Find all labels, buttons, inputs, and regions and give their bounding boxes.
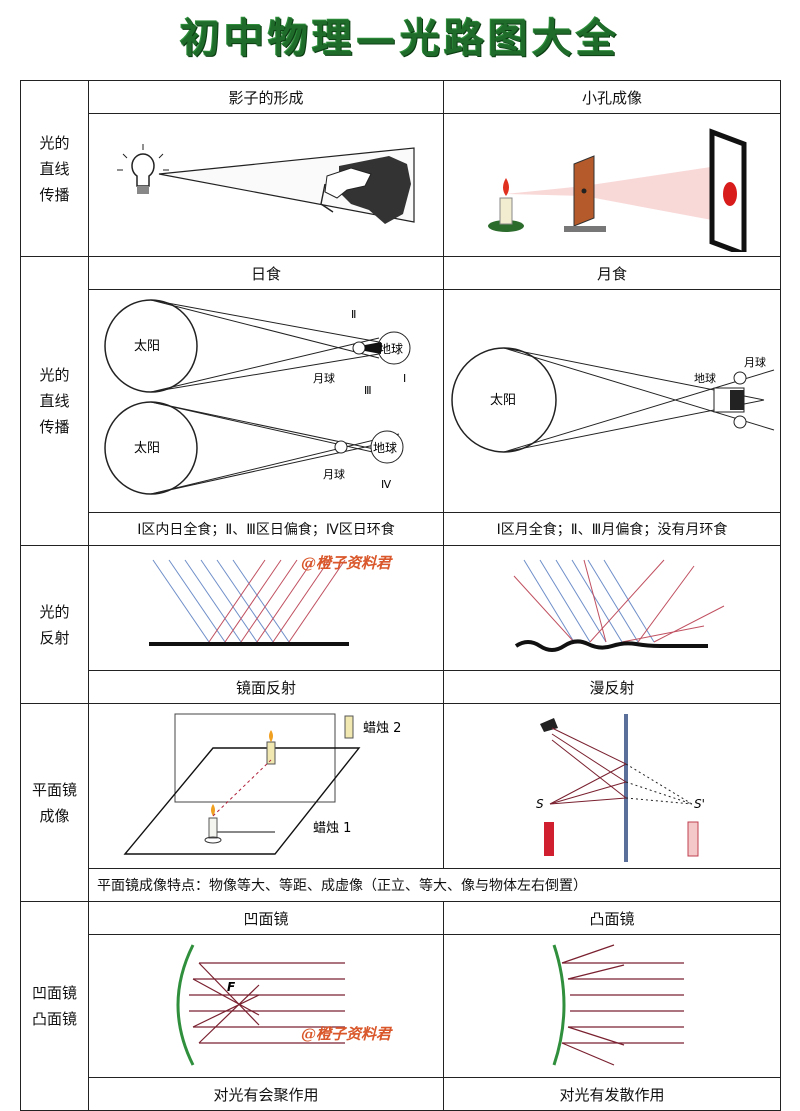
watermark-text: @橙子资料君 [301,554,393,572]
row2-side-label: 光的 直线 传播 [20,256,89,546]
shadow-header: 影子的形成 [88,80,444,114]
convex-caption: 对光有发散作用 [443,1077,781,1111]
earth-label: 地球 [379,342,403,356]
plane-mirror-caption: 平面镜成像特点：物像等大、等距、成虚像（正立、等大、像与物体左右倒置） [88,868,781,902]
glass-plate [174,713,336,803]
row4-side-label: 平面镜 成像 [20,703,89,902]
concave-caption: 对光有会聚作用 [88,1077,444,1111]
specular-reflection-diagram: @橙子资料君 [149,554,393,646]
concave-mirror [176,944,195,1066]
bulb-icon [117,144,169,194]
row3-side-label: 光的 反射 [20,545,89,704]
plane-mirror-cell: 蜡烛 2 蜡烛 1 [88,703,444,869]
plane-mirror-diagram: 蜡烛 2 蜡烛 1 [123,713,401,855]
side-text: 直线 [39,392,70,410]
side-text: 光的 [39,133,70,152]
side-text: 直线 [39,159,70,178]
pinhole-header: 小孔成像 [443,80,781,114]
zone-label: Ⅳ [381,478,392,491]
lunar-eclipse-cell: 太阳 地球 月球 [443,289,781,513]
focus-label: F [227,980,236,994]
zone-label: Ⅱ [351,308,356,321]
candle1-label: 蜡烛 1 [313,821,351,836]
side-text: 凸面镜 [31,1010,77,1028]
moon-label: 月球 [323,467,345,481]
diffuse-cell [443,545,781,671]
concave-mirror-diagram: F @橙子资料君 [176,944,393,1066]
hand-shadow-icon [320,156,411,224]
side-text: 光的 [39,366,70,384]
mirror [624,714,628,862]
lunar-eclipse-header: 月食 [443,256,781,290]
candle-icon [488,178,524,232]
specular-cell: @橙子资料君 [88,545,444,671]
concave-header: 凹面镜 [88,901,444,935]
zone-label: Ⅲ [364,384,372,397]
optics-table: 光的 直线 传播 影子的形成 小孔成像 [20,80,781,1111]
candle-icon [544,822,554,856]
side-text: 传播 [39,418,70,436]
solar-eclipse-cell: 太阳 地球 月球 Ⅱ Ⅲ Ⅰ 太阳 地球 月球 Ⅳ [88,289,444,513]
solar-eclipse-caption: Ⅰ区内日全食；Ⅱ、Ⅲ区日偏食；Ⅳ区日环食 [88,512,444,546]
sun-label: 太阳 [134,441,160,456]
plane-mirror-ray-diagram: S S' [536,714,705,862]
pinhole-board-icon [564,155,606,232]
candle-image-icon [687,821,699,857]
pinhole-diagram-cell [443,113,781,258]
page-title: 初中物理—光路图大全 [180,15,620,62]
plane-mirror-ray-cell: S S' [443,703,781,869]
row1-side-label: 光的 直线 传播 [20,80,89,257]
sun-label: 太阳 [134,339,160,354]
candle2-label: 蜡烛 2 [363,721,401,736]
convex-mirror-diagram [552,944,684,1066]
diffuse-reflection-diagram [513,559,725,652]
lunar-eclipse-caption: Ⅰ区月全食；Ⅱ、Ⅲ月偏食；没有月环食 [443,512,781,546]
concave-cell: F @橙子资料君 [88,934,444,1078]
shadow-diagram-cell [88,113,444,257]
row5-side-label: 凹面镜 凸面镜 [20,901,89,1111]
specular-caption: 镜面反射 [88,670,444,704]
earth-label: 地球 [694,371,716,385]
rough-surface [514,639,708,652]
flat-mirror [149,642,349,646]
convex-cell [443,934,781,1078]
convex-mirror [552,944,566,1066]
side-text: 成像 [39,806,70,825]
diffuse-caption: 漫反射 [443,670,781,704]
moon-label: 月球 [313,371,335,385]
image-label: S' [694,797,705,811]
earth-label: 地球 [373,441,397,455]
candle-icon [204,804,222,844]
object-label: S [536,797,544,811]
side-text: 凹面镜 [31,984,77,1002]
watermark-text: @橙子资料君 [301,1025,393,1043]
candle2-icon [344,715,354,739]
side-text: 光的 [39,602,70,621]
screen-icon [709,128,747,258]
moon-label: 月球 [744,355,766,369]
lunar-eclipse-diagram: 太阳 地球 月球 [451,347,775,453]
shadow-diagram [117,144,415,224]
side-text: 传播 [39,185,70,204]
pinhole-diagram [488,128,747,258]
side-text: 平面镜 [31,780,77,799]
side-text: 反射 [39,628,70,647]
zone-label: Ⅰ [403,372,406,385]
candle-icon [266,730,276,765]
solar-eclipse-diagram: 太阳 地球 月球 Ⅱ Ⅲ Ⅰ 太阳 地球 月球 Ⅳ [104,299,411,495]
solar-eclipse-header: 日食 [88,256,444,290]
convex-header: 凸面镜 [443,901,781,935]
sun-label: 太阳 [490,393,516,408]
